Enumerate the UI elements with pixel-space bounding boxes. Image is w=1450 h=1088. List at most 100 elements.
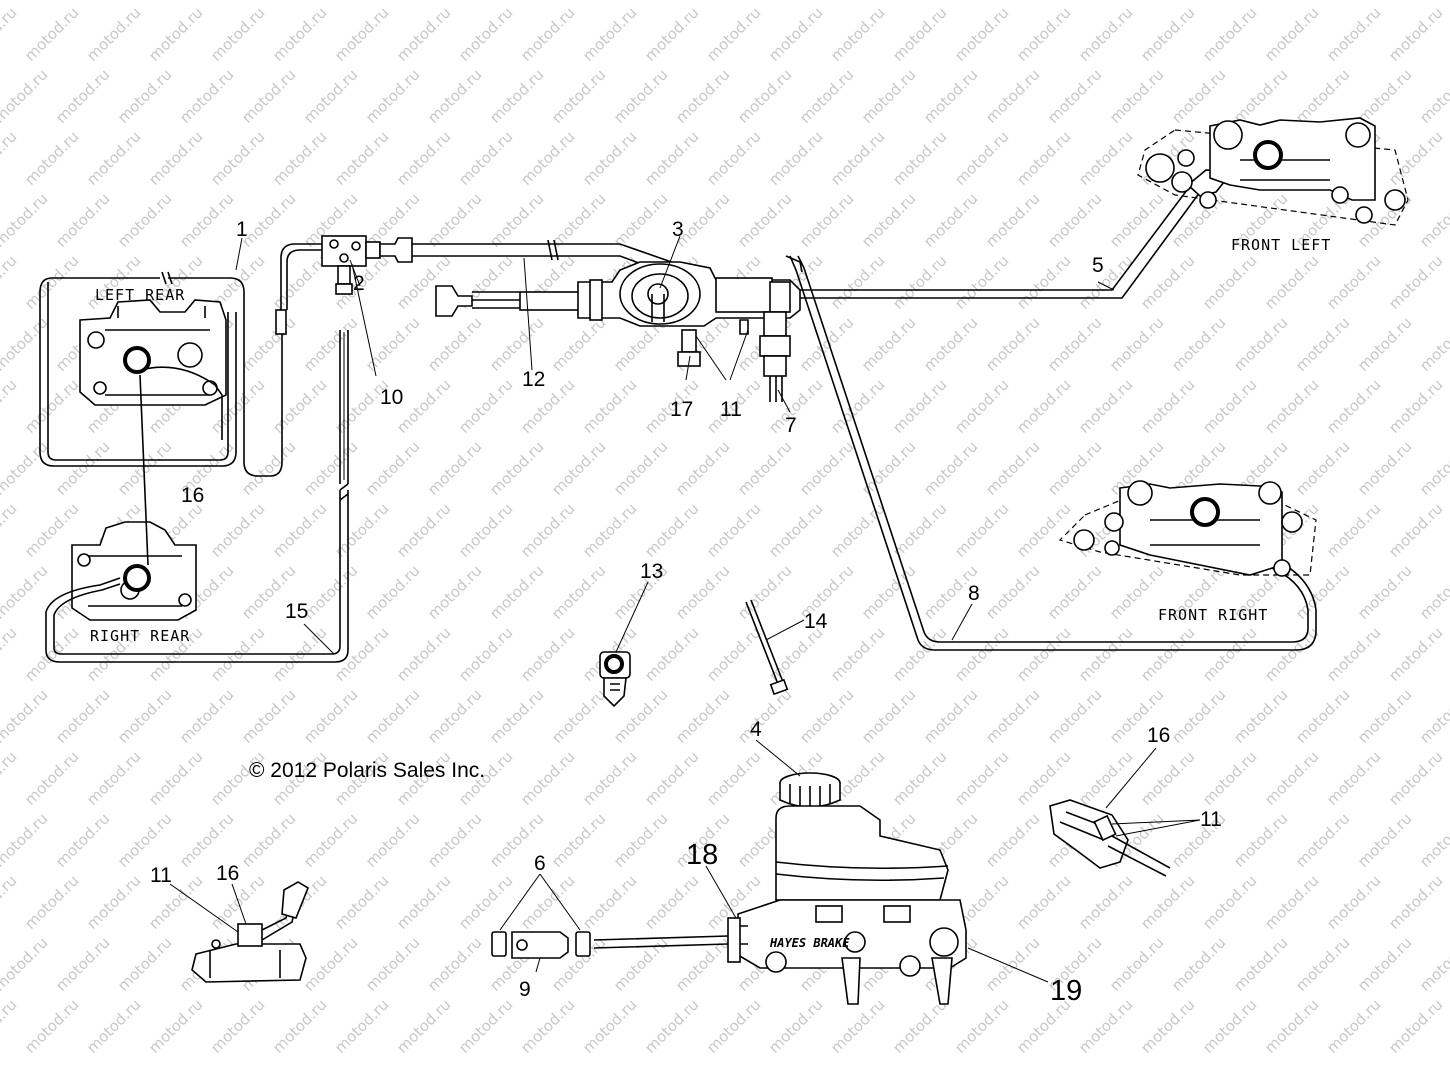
watermark-text: motod.ru [1075,871,1136,932]
callout-10: 10 [380,386,403,409]
watermark-text: motod.ru [362,313,423,374]
watermark-text: motod.ru [1292,313,1353,374]
watermark-text: motod.ru [0,189,51,250]
watermark-text: motod.ru [703,3,764,64]
watermark-text: motod.ru [1075,375,1136,436]
watermark-text: motod.ru [0,995,20,1056]
watermark-text: motod.ru [21,871,82,932]
watermark-text: motod.ru [486,561,547,622]
watermark-text: motod.ru [300,65,361,126]
watermark-text: motod.ru [207,995,268,1056]
watermark-text: motod.ru [176,685,237,746]
callout-17: 17 [670,398,693,421]
watermark-text: motod.ru [1385,127,1446,188]
watermark-text: motod.ru [362,809,423,870]
watermark-text: motod.ru [300,561,361,622]
watermark-text: motod.ru [455,375,516,436]
watermark-text: motod.ru [579,871,640,932]
watermark-text: motod.ru [579,747,640,808]
watermark-text: motod.ru [1416,0,1450,3]
watermark-text: motod.ru [1013,871,1074,932]
watermark-text: motod.ru [21,375,82,436]
watermark-text: motod.ru [517,499,578,560]
watermark-text: motod.ru [1385,747,1446,808]
watermark-text: motod.ru [176,65,237,126]
watermark-text: motod.ru [579,375,640,436]
leader-16-rear [139,374,149,566]
watermark-text: motod.ru [1230,685,1291,746]
watermark-text: motod.ru [424,65,485,126]
left-rear-banjo-ring [123,346,151,374]
watermark-text: motod.ru [827,3,888,64]
watermark-text: motod.ru [176,189,237,250]
watermark-text: motod.ru [238,0,299,3]
front-right-caliper [1058,480,1317,577]
watermark-text: motod.ru [889,251,950,312]
watermark-text: motod.ru [1354,809,1415,870]
watermark-text: motod.ru [1416,313,1450,374]
watermark-text: motod.ru [0,65,51,126]
watermark-text: motod.ru [1075,995,1136,1056]
callout-16-right-detail: 16 [1147,724,1170,747]
watermark-text: motod.ru [1137,623,1198,684]
watermark-text: motod.ru [796,437,857,498]
watermark-text: motod.ru [858,313,919,374]
watermark-text: motod.ru [982,0,1043,3]
watermark-text: motod.ru [703,499,764,560]
watermark-text: motod.ru [0,499,20,560]
watermark-text: motod.ru [1323,995,1384,1056]
watermark-text: motod.ru [1261,995,1322,1056]
clevis-assembly [491,931,591,959]
watermark-text: motod.ru [424,0,485,3]
watermark-text: motod.ru [951,251,1012,312]
watermark-text: motod.ru [1416,561,1450,622]
watermark-text: motod.ru [1199,375,1260,436]
watermark-text: motod.ru [424,437,485,498]
watermark-text: motod.ru [1013,3,1074,64]
watermark-text: motod.ru [1416,809,1450,870]
watermark-text: motod.ru [703,127,764,188]
watermark-text: motod.ru [982,65,1043,126]
watermark-text: motod.ru [796,685,857,746]
watermark-text: motod.ru [1137,747,1198,808]
watermark-text: motod.ru [1323,375,1384,436]
watermark-text: motod.ru [920,0,981,3]
watermark-text: motod.ru [269,499,330,560]
watermark-text: motod.ru [703,747,764,808]
watermark-text: motod.ru [1199,623,1260,684]
watermark-text: motod.ru [1137,3,1198,64]
watermark-text: motod.ru [1292,809,1353,870]
watermark-text: motod.ru [1137,251,1198,312]
watermark-text: motod.ru [424,933,485,994]
watermark-text: motod.ru [0,0,51,3]
watermark-text: motod.ru [827,375,888,436]
watermark-text: motod.ru [0,127,20,188]
watermark-text: motod.ru [424,561,485,622]
watermark-text: motod.ru [1385,871,1446,932]
watermark-text: motod.ru [1354,65,1415,126]
watermark-text: motod.ru [641,995,702,1056]
watermark-text: motod.ru [1106,65,1167,126]
watermark-text: motod.ru [1106,189,1167,250]
watermark-text: motod.ru [982,685,1043,746]
watermark-text: motod.ru [1416,437,1450,498]
watermark-text: motod.ru [269,375,330,436]
watermark-text: motod.ru [1292,0,1353,3]
watermark-text: motod.ru [1230,0,1291,3]
watermark-text: motod.ru [300,437,361,498]
watermark-text: motod.ru [672,685,733,746]
watermark-text: motod.ru [1385,375,1446,436]
watermark-text: motod.ru [269,3,330,64]
callout-16-rear: 16 [181,484,204,507]
callout-5: 5 [1092,254,1104,277]
watermark-text: motod.ru [889,3,950,64]
watermark-text: motod.ru [238,809,299,870]
watermark-text: motod.ru [21,747,82,808]
watermark-text: motod.ru [1044,437,1105,498]
watermark-text: motod.ru [827,623,888,684]
watermark-text: motod.ru [548,437,609,498]
watermark-text: motod.ru [1416,685,1450,746]
watermark-text: motod.ru [517,747,578,808]
watermark-text: motod.ru [21,251,82,312]
